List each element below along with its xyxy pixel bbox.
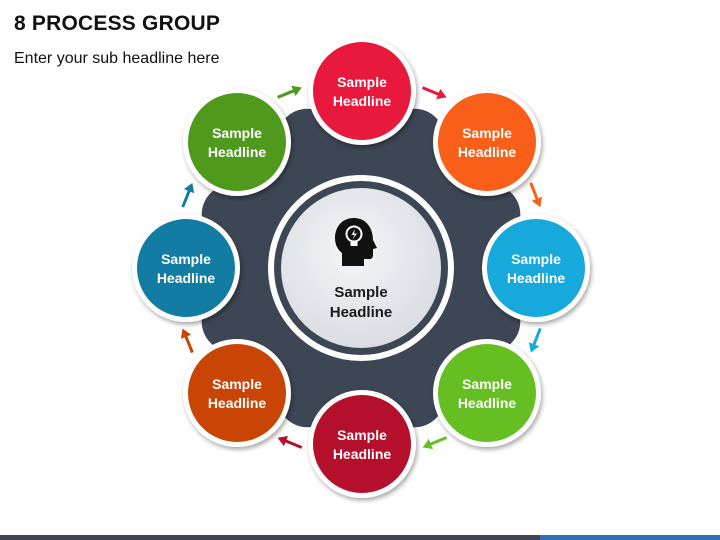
center-label-line1: Sample [334, 284, 387, 301]
process-node-label-line1: Sample [212, 125, 262, 141]
flow-arrow-head [180, 328, 192, 339]
flow-arrow-2 [529, 182, 543, 208]
process-node-label-line2: Headline [458, 144, 517, 160]
center-inner-circle [281, 188, 441, 348]
process-node-fill [188, 344, 286, 442]
flow-arrow-shaft [282, 438, 303, 449]
bottom-bar [0, 535, 720, 540]
flow-arrow-3 [528, 327, 542, 353]
head-lightbulb-icon [335, 218, 377, 266]
flow-arrow-shaft [427, 436, 448, 447]
flow-arrow-shaft [531, 327, 542, 348]
process-node-label-line2: Headline [333, 93, 392, 109]
flow-arrow-4 [422, 436, 448, 450]
flow-arrow-head [277, 436, 288, 447]
process-node-label-line1: Sample [337, 427, 387, 443]
process-node-fill [438, 344, 536, 442]
flow-arrow-1 [421, 86, 447, 100]
flow-arrow-head [183, 182, 195, 194]
process-node-label-line2: Headline [333, 446, 392, 462]
process-arrows [180, 85, 543, 450]
flow-arrow-7 [181, 182, 195, 208]
process-node-fill [313, 42, 411, 140]
process-node-fill [313, 395, 411, 493]
bottom-bar-accent [540, 535, 720, 540]
flow-arrow-5 [277, 436, 303, 449]
process-node-label-line1: Sample [212, 376, 262, 392]
process-node-fill [137, 219, 235, 317]
flow-arrow-head [291, 85, 302, 96]
flow-arrow-shaft [421, 86, 442, 97]
flow-arrow-8 [277, 85, 302, 99]
process-node-label-line2: Headline [208, 395, 267, 411]
process-node-label-line2: Headline [157, 270, 216, 286]
process-nodes: SampleHeadlineSampleHeadlineSampleHeadli… [132, 37, 590, 498]
flow-arrow-shaft [529, 182, 540, 203]
flow-arrow-head [528, 342, 540, 353]
flow-arrow-shaft [277, 88, 297, 99]
process-node-fill [438, 93, 536, 191]
center-hub: Sample Headline [268, 175, 454, 361]
flow-arrow-head [422, 438, 433, 450]
process-node-label-line2: Headline [458, 395, 517, 411]
process-node-label-line2: Headline [507, 270, 566, 286]
process-node-fill [188, 93, 286, 191]
page-title: 8 PROCESS GROUP [14, 12, 221, 35]
flow-arrow-head [531, 196, 543, 208]
process-node-label-line1: Sample [462, 376, 512, 392]
process-node-label-line1: Sample [511, 251, 561, 267]
process-node-fill [487, 219, 585, 317]
flow-arrow-shaft [181, 187, 192, 208]
page-subtitle: Enter your sub headline here [14, 50, 220, 67]
flow-arrow-6 [180, 328, 194, 354]
process-node-label-line1: Sample [161, 251, 211, 267]
process-node-label-line1: Sample [462, 125, 512, 141]
process-node-label-line1: Sample [337, 74, 387, 90]
center-label-line2: Headline [330, 304, 393, 321]
flow-arrow-head [436, 88, 447, 100]
flow-arrow-shaft [183, 333, 194, 354]
process-node-label-line2: Headline [208, 144, 267, 160]
